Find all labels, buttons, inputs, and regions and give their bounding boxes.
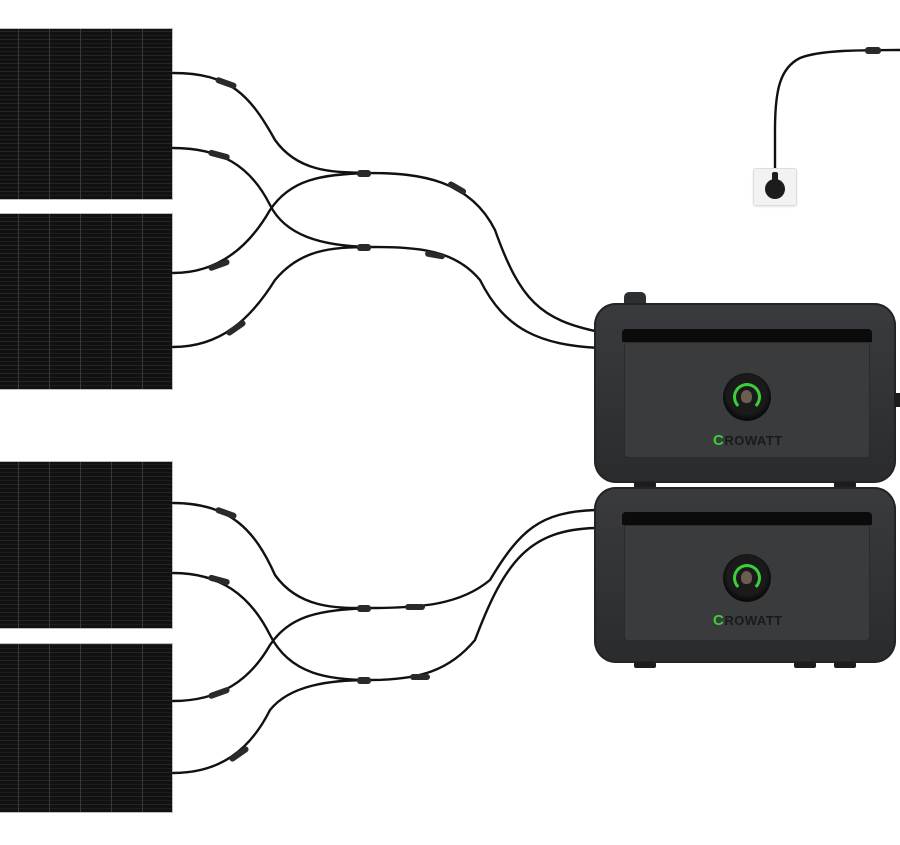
knob-center: [741, 571, 752, 584]
brand-logo: CROWATT: [713, 432, 783, 449]
unit-foot-right: [834, 662, 856, 668]
power-station-bottom: CROWATT: [594, 487, 896, 668]
power-knob[interactable]: [723, 554, 771, 602]
power-ring-icon: [733, 383, 761, 411]
solar-panel-2: [0, 213, 173, 390]
unit-foot-mid: [794, 662, 816, 668]
unit-foot-right: [834, 482, 856, 488]
wall-outlet: [753, 168, 797, 206]
unit-handle-nub: [624, 292, 646, 306]
power-station-top: CROWATT: [594, 292, 900, 488]
side-port: [894, 393, 900, 407]
unit-foot-left: [634, 662, 656, 668]
unit-slot: [622, 329, 872, 342]
unit-slot: [622, 512, 872, 525]
power-knob[interactable]: [723, 373, 771, 421]
power-ring-icon: [733, 564, 761, 592]
ac-plug: [765, 179, 785, 199]
ac-plug-strain-relief: [772, 172, 778, 182]
knob-center: [741, 390, 752, 403]
unit-foot-left: [634, 482, 656, 488]
solar-panel-3: [0, 461, 173, 629]
brand-logo: CROWATT: [713, 612, 783, 629]
solar-panel-1: [0, 28, 173, 200]
solar-panel-4: [0, 643, 173, 813]
